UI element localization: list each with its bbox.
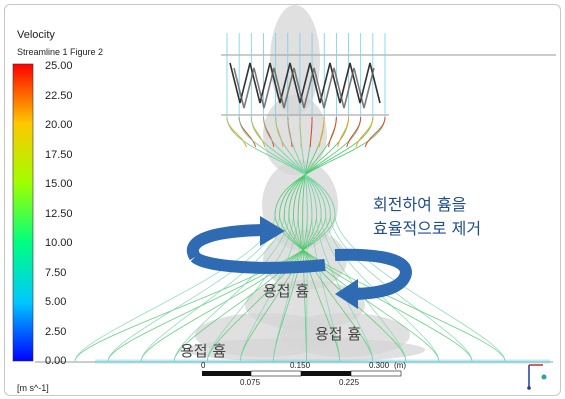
rotation-arrowhead-lower <box>335 279 358 309</box>
scale-label: 0.225 <box>339 378 360 387</box>
annotation-fume-center: 용접 흄 <box>263 282 310 300</box>
streamline-fast <box>337 116 350 148</box>
legend-tick: 0.00 <box>45 355 67 367</box>
streamline-fast <box>346 116 362 148</box>
legend-tick: 12.50 <box>45 208 73 220</box>
figure-subtitle: Streamline 1 Figure 2 <box>17 47 104 57</box>
streamline-fast <box>355 116 374 148</box>
streamline-fast <box>238 116 257 148</box>
rotation-arrow-lower <box>334 248 412 300</box>
scale-bar <box>202 370 402 377</box>
streamline-fast <box>226 116 247 148</box>
streamline <box>299 116 308 362</box>
streamline-visualization <box>12 5 556 390</box>
annotation-fume-right: 용접 흄 <box>315 325 362 343</box>
fume-blob <box>270 5 320 115</box>
scale-label: 0 <box>201 361 206 370</box>
annotation-fume-left: 용접 흄 <box>180 342 227 360</box>
annotation-rotate-line2: 효율적으로 제거 <box>373 219 482 238</box>
streamline <box>250 116 440 362</box>
streamline <box>293 116 374 362</box>
streamline <box>226 116 506 362</box>
scale-unit: (m) <box>394 361 406 370</box>
streamline <box>287 116 341 362</box>
legend-tick: 15.00 <box>45 178 73 190</box>
legend-tick: 2.50 <box>45 326 67 338</box>
colorbar <box>12 63 34 362</box>
streamline <box>297 116 341 362</box>
streamline-fast <box>318 116 325 148</box>
rotation-arrow-upper <box>186 224 326 274</box>
legend-tick: 5.00 <box>45 296 67 308</box>
rotation-arrowhead-upper <box>260 216 285 246</box>
scale-label: 0.150 <box>290 361 311 370</box>
legend-tick: 20.00 <box>45 119 73 131</box>
figure-frame: Velocity Streamline 1 Figure 2 <box>4 4 561 396</box>
streamline <box>238 116 473 362</box>
streamline-fast <box>364 116 386 148</box>
zigzag-blades <box>229 62 381 109</box>
legend-tick: 22.50 <box>45 90 73 102</box>
streamline <box>283 116 440 362</box>
figure-title: Velocity <box>17 29 55 41</box>
legend-tick: 10.00 <box>45 237 73 249</box>
annotation-rotate-line1: 회전하여 흄을 <box>373 195 467 214</box>
legend-tick: 17.50 <box>45 149 73 161</box>
scale-label: 0.300 <box>369 361 390 370</box>
legend-unit: [m s^-1] <box>17 383 49 393</box>
streamline-fast <box>309 116 313 148</box>
legend-tick: 7.50 <box>45 267 67 279</box>
fume-blob <box>263 230 347 290</box>
streamline <box>288 116 407 362</box>
streamline <box>275 116 374 362</box>
legend-tick: 25.00 <box>45 60 73 72</box>
scale-label: 0.075 <box>240 378 261 387</box>
streamline <box>263 116 407 362</box>
streamline <box>302 116 313 362</box>
axis-triad <box>527 364 547 390</box>
fume-blob <box>262 160 338 250</box>
streamline-fast <box>328 116 337 148</box>
